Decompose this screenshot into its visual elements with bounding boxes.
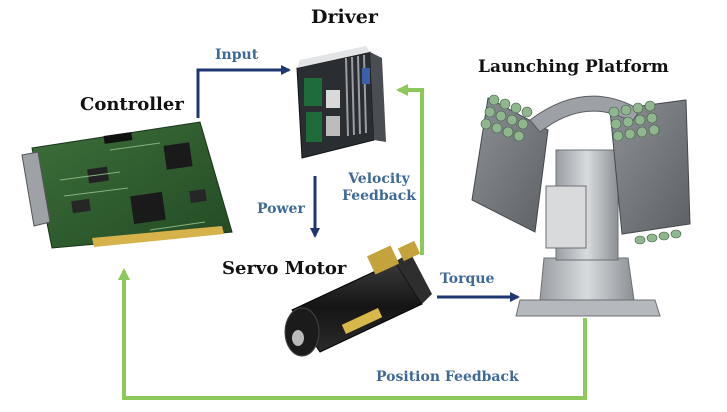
- input-label: Input: [215, 47, 259, 63]
- driver-title: Driver: [311, 6, 378, 28]
- power-label: Power: [257, 201, 305, 217]
- input-arrow: [196, 65, 291, 118]
- velocity-feedback-arrow: [396, 84, 424, 255]
- position-feedback-arrow: [118, 268, 587, 400]
- position-feedback-label: Position Feedback: [376, 369, 519, 385]
- velocity-feedback-label-line2: Feedback: [342, 188, 416, 204]
- torque-label: Torque: [440, 271, 495, 287]
- controller-title: Controller: [80, 94, 184, 115]
- launching-platform-image: [471, 94, 691, 317]
- launching-platform-title: Launching Platform: [478, 57, 669, 77]
- velocity-feedback-label-line1: Velocity: [348, 171, 410, 187]
- controller-board-image: [21, 121, 233, 249]
- servo-motor-image: [284, 240, 432, 357]
- servo-motor-title: Servo Motor: [222, 258, 347, 279]
- driver-unit-image: [296, 46, 386, 159]
- velocity-feedback-label: Velocity Feedback: [337, 171, 421, 205]
